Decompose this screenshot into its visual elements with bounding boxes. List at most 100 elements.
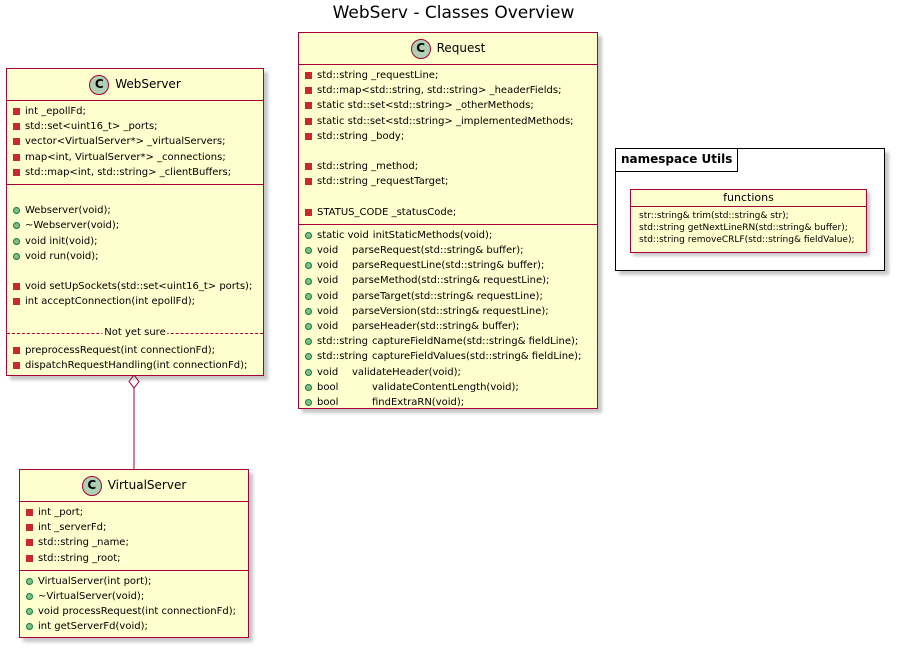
method-name: parseVersion(std::string& requestLine);: [352, 305, 549, 317]
method-row: Webserver(void);: [13, 203, 257, 218]
class-name: Request: [436, 40, 486, 55]
private-visibility-icon: [26, 524, 33, 532]
class-virtualserver[interactable]: C VirtualServer int _port;int _serverFd;…: [19, 469, 249, 638]
functions-list: str::string& trim(std::string& str);std:…: [631, 207, 866, 249]
method-name: captureFieldName(std::string& fieldLine)…: [371, 336, 579, 348]
return-type: void: [317, 305, 339, 317]
private-visibility-icon: [26, 509, 33, 517]
public-visibility-icon: [305, 231, 312, 239]
return-type: std::string: [317, 351, 368, 363]
member-text: map<int, VirtualServer*> _connections;: [25, 151, 226, 163]
method-row: dispatchRequestHandling(int connectionFd…: [13, 358, 257, 373]
field-row: std::string _root;: [26, 551, 242, 566]
return-type: void: [317, 245, 339, 257]
field-row: std::string _name;: [26, 535, 242, 550]
method-row: void parseMethod(std::string& requestLine…: [305, 273, 591, 288]
private-visibility-icon: [305, 132, 312, 140]
method-row: void run(void);: [13, 249, 257, 264]
method-name: parseTarget(std::string& requestLine);: [352, 290, 543, 302]
blank-row: [305, 190, 591, 205]
member-text: std::string _body;: [317, 130, 405, 142]
method-row: preprocessRequest(int connectionFd);: [13, 343, 257, 358]
public-visibility-icon: [305, 292, 312, 300]
class-name: WebServer: [115, 76, 181, 91]
function-signature: std::string removeCRLF(std::string& fiel…: [639, 235, 855, 245]
public-visibility-icon: [305, 338, 312, 346]
public-visibility-icon: [305, 323, 312, 331]
method-row: void init(void);: [13, 234, 257, 249]
field-row: std::string _requestLine;: [305, 68, 591, 83]
member-text: std::string _requestTarget;: [317, 176, 449, 188]
field-row: int _port;: [26, 505, 242, 520]
public-visibility-icon: [305, 399, 312, 407]
fields-section: int _epollFd;std::set<uint16_t> _ports;v…: [7, 101, 263, 184]
member-text: void processRequest(int connectionFd);: [38, 606, 236, 618]
functions-box[interactable]: functions str::string& trim(std::string&…: [630, 189, 867, 253]
separator-label: Not yet sure: [102, 325, 168, 340]
class-header: C WebServer: [7, 69, 263, 101]
public-visibility-icon: [13, 207, 20, 215]
return-type: void: [317, 290, 339, 302]
return-type: void: [317, 275, 339, 287]
class-header: C VirtualServer: [20, 470, 248, 502]
member-text: std::string _name;: [38, 537, 129, 549]
private-visibility-icon: [13, 168, 20, 176]
blank-row: [13, 188, 257, 203]
method-row: int getServerFd(void);: [26, 619, 242, 634]
method-name: parseHeader(std::string& buffer);: [352, 321, 520, 332]
namespace-label: namespace Utils: [615, 148, 739, 172]
member-text: std::string _requestLine;: [317, 70, 439, 81]
diagram-title: WebServ - Classes Overview: [332, 3, 575, 23]
blank-row: [305, 144, 591, 159]
field-row: int _epollFd;: [13, 104, 257, 119]
class-webserver[interactable]: C WebServer int _epollFd;std::set<uint16…: [6, 68, 264, 376]
member-text: void init(void);: [25, 235, 98, 247]
member-text: std::string _root;: [38, 552, 121, 564]
methods-section: VirtualServer(int port);~VirtualServer(v…: [20, 569, 248, 639]
method-row: void processRequest(int connectionFd);: [26, 604, 242, 619]
field-row: vector<VirtualServer*> _virtualServers;: [13, 134, 257, 149]
public-visibility-icon: [13, 252, 20, 260]
private-visibility-icon: [305, 163, 312, 171]
method-name: initStaticMethods(void);: [372, 229, 493, 241]
method-name: parseRequestLine(std::string& buffer);: [352, 260, 545, 272]
fields-section: std::string _requestLine;std::map<std::s…: [299, 65, 597, 224]
return-type: bool: [317, 396, 339, 408]
return-type: static void: [317, 229, 369, 241]
method-name: validateContentLength(void);: [372, 381, 519, 393]
field-row: STATUS_CODE _statusCode;: [305, 205, 591, 220]
methods-section: Webserver(void); ~Webserver(void); void in…: [7, 183, 263, 377]
private-visibility-icon: [13, 153, 20, 161]
private-visibility-icon: [305, 87, 312, 95]
method-row: VirtualServer(int port);: [26, 574, 242, 589]
public-visibility-icon: [305, 383, 312, 391]
method-name: parseMethod(std::string& requestLine);: [352, 275, 550, 287]
field-row: std::map<int, std::string> _clientBuffer…: [13, 165, 257, 180]
method-row: void setUpSockets(std::set<uint16_t> por…: [13, 279, 257, 294]
member-text: ~Webserver(void);: [25, 220, 120, 232]
member-text: preprocessRequest(int connectionFd);: [25, 344, 216, 356]
method-row: void parseVersion(std::string& requestLin…: [305, 304, 591, 319]
member-text: vector<VirtualServer*> _virtualServers;: [25, 136, 226, 148]
member-text: int _port;: [38, 507, 84, 518]
member-text: std::string _method;: [317, 161, 419, 173]
return-type: void: [317, 366, 339, 378]
member-text: static std::set<std::string> _otherMetho…: [317, 100, 534, 112]
public-visibility-icon: [305, 247, 312, 255]
method-row: ~VirtualServer(void);: [26, 589, 242, 604]
member-text: int _serverFd;: [38, 522, 107, 534]
field-row: int _serverFd;: [26, 520, 242, 535]
private-visibility-icon: [13, 108, 20, 116]
private-visibility-icon: [13, 361, 20, 369]
method-row: void parseTarget(std::string& requestLine…: [305, 289, 591, 304]
private-visibility-icon: [13, 283, 20, 291]
class-request[interactable]: C Request std::string _requestLine;std::…: [298, 32, 598, 409]
field-row: static std::set<std::string> _otherMetho…: [305, 98, 591, 113]
